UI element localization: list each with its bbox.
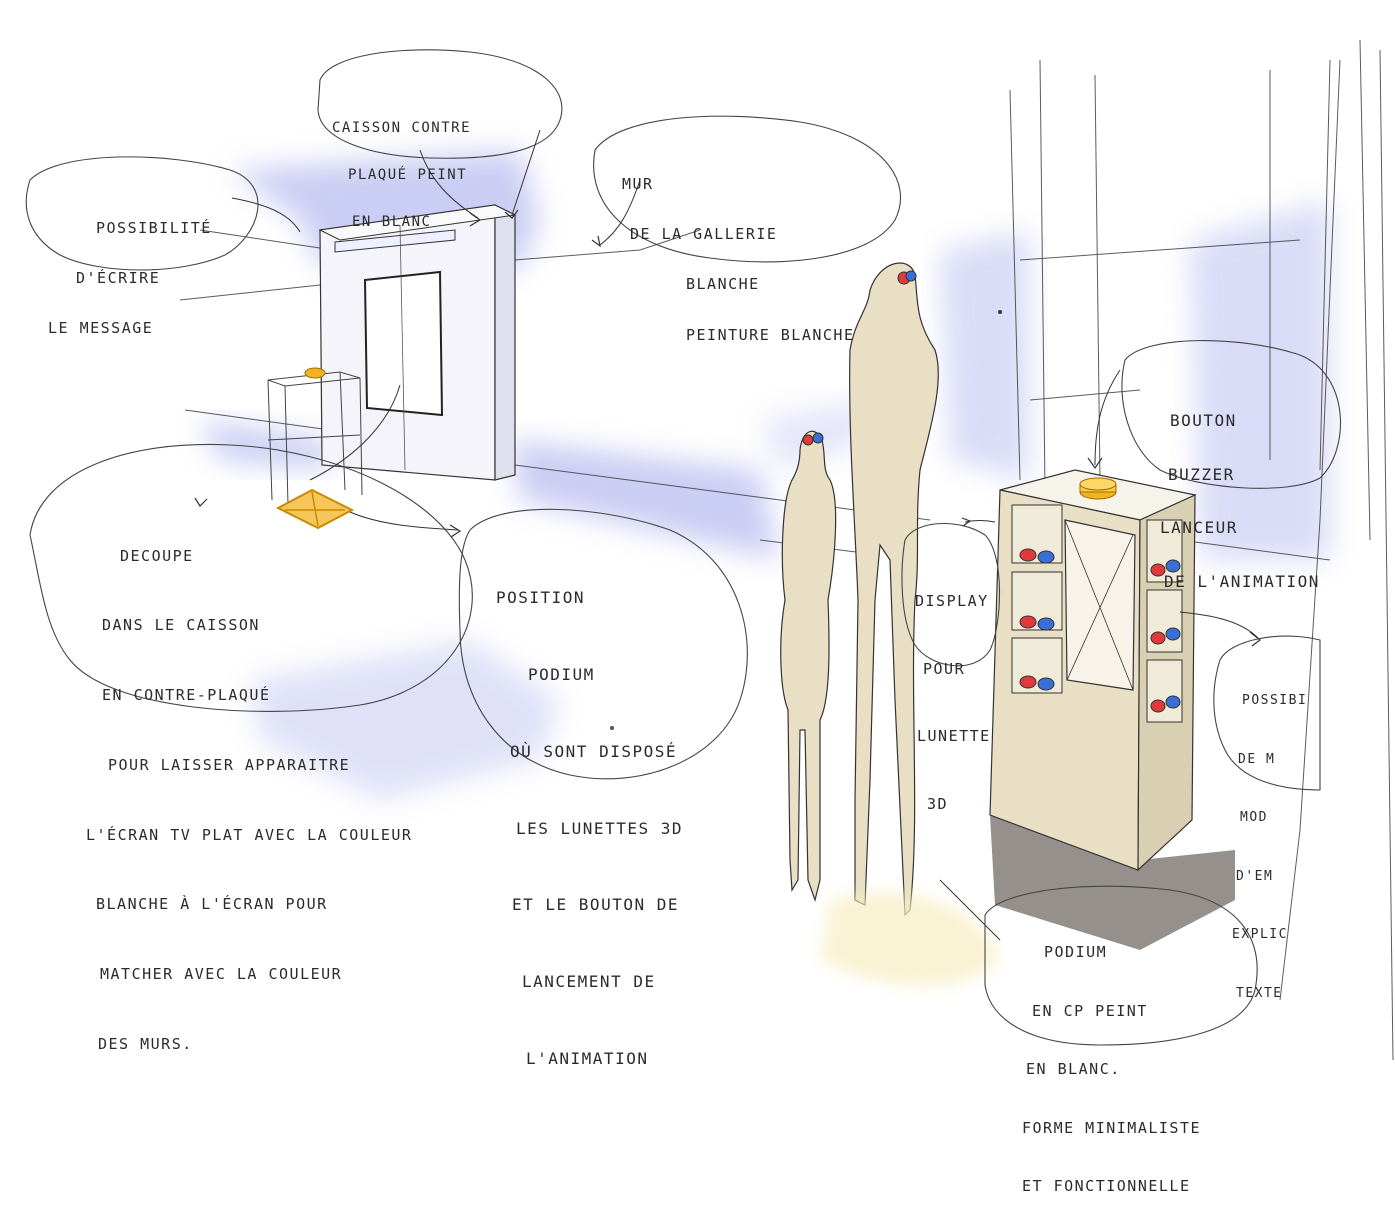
floor-marker bbox=[275, 488, 355, 530]
note-bouton-buzzer: Bouton buzzer lanceur de l'animation bbox=[1160, 410, 1320, 591]
bubble-mur bbox=[593, 115, 901, 263]
note-possibilite-ecrire: Possibilité d'écrire le message bbox=[48, 218, 212, 338]
note-decoupe-caisson: Decoupe dans le caisson en contre-plaqué… bbox=[86, 546, 413, 1053]
bubble-display bbox=[901, 523, 1001, 667]
figure-glasses bbox=[802, 270, 917, 446]
wall-box bbox=[318, 204, 517, 481]
bubble-caisson bbox=[317, 49, 563, 159]
note-caisson-contre-plaque: Caisson contre plaqué peint en blanc bbox=[332, 120, 472, 231]
small-buzzer bbox=[304, 367, 326, 379]
concept-sketch bbox=[25, 39, 1394, 1061]
bubble-decoupe bbox=[29, 443, 473, 712]
note-mur-gallerie: Mur de la gallerie blanche peinture blan… bbox=[622, 174, 855, 344]
display-glasses bbox=[1019, 548, 1181, 713]
bubble-ecrire bbox=[25, 156, 259, 271]
small-podium bbox=[267, 371, 363, 506]
note-possibilite-mode: Possibi de m mod d'em explic texte bbox=[1232, 693, 1308, 1001]
note-position-podium: Position Podium où sont disposé les lune… bbox=[496, 588, 683, 1068]
gallery-wall-lines bbox=[179, 39, 1394, 1061]
buzzer-button-icon bbox=[1079, 477, 1117, 500]
leader-arrows bbox=[231, 129, 1259, 941]
arrow-heads bbox=[194, 209, 1261, 647]
message-strip bbox=[334, 229, 456, 253]
note-podium-cp: Podium en CP peint en blanc. forme minim… bbox=[1022, 943, 1202, 1195]
note-display-lunette: Display pour lunette 3D bbox=[915, 592, 991, 813]
bubble-podium1 bbox=[458, 508, 748, 780]
bubble-podium2 bbox=[984, 885, 1258, 1046]
display-floor-shadow bbox=[990, 815, 1235, 950]
figure-floor-glow bbox=[820, 892, 1000, 987]
bubble-bouton bbox=[1121, 340, 1342, 489]
tv-screen-cutout bbox=[363, 270, 444, 417]
figure-small bbox=[780, 430, 837, 903]
